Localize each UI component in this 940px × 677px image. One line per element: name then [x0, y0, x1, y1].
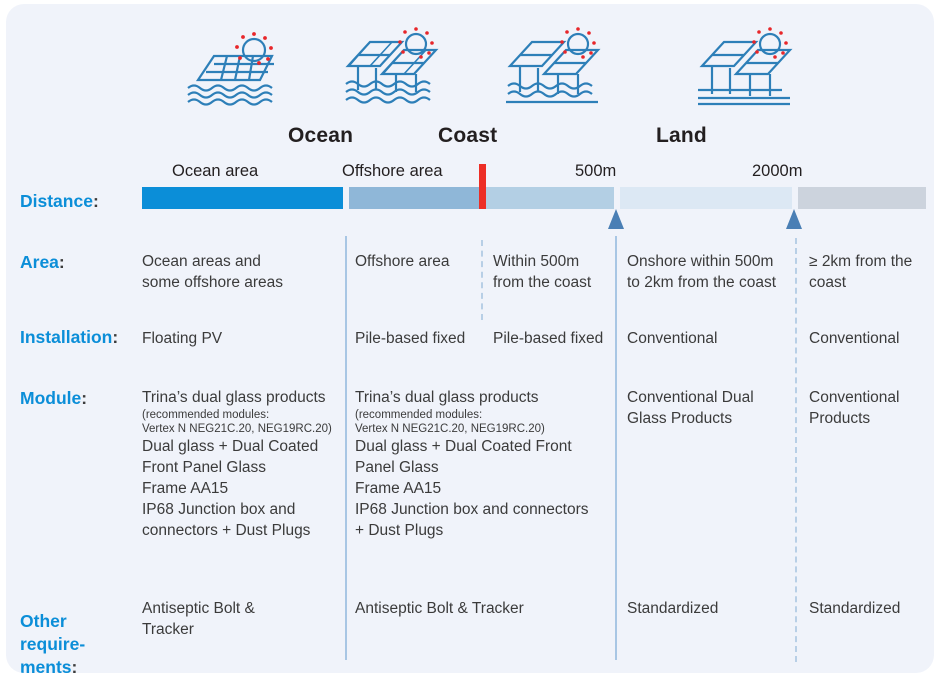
divider-col2-col3-dashed — [481, 240, 483, 320]
segment-caption-500m: 500m — [575, 162, 617, 180]
zone-title-land: Land — [656, 124, 707, 147]
divider-col4-col5-dashed — [795, 238, 797, 662]
cell-module-col1-note: (recommended modules: Vertex N NEG21C.20… — [142, 409, 332, 435]
floating-pv-icon — [178, 22, 288, 110]
row-label-area-text: Area — [20, 252, 59, 272]
cell-module-col2-body: Dual glass + Dual Coated Front Panel Gla… — [355, 438, 589, 539]
cell-area-col2: Offshore area — [355, 253, 450, 270]
row-label-distance: Distance: — [20, 190, 99, 212]
coast-marker-line — [479, 164, 486, 209]
cell-other-col1: Antiseptic Bolt & Tracker — [142, 600, 255, 638]
land-pv-icon — [690, 22, 800, 110]
divider-col1-col2 — [345, 236, 347, 660]
icon-row — [6, 22, 934, 112]
cell-module-col5: Conventional Products — [809, 389, 900, 427]
distance-arrow-2000m — [786, 209, 802, 229]
divider-col3-col4 — [615, 236, 617, 660]
row-label-module: Module: — [20, 387, 87, 409]
row-label-installation: Installation: — [20, 326, 118, 348]
distance-bar-ocean-area — [142, 187, 343, 209]
cell-other-col2: Antiseptic Bolt & Tracker — [355, 600, 524, 617]
cell-other-col4: Standardized — [627, 600, 719, 617]
coastal-pv-icon — [498, 22, 608, 110]
cell-installation-col5: Conventional — [809, 330, 900, 347]
row-label-area-colon: : — [58, 252, 65, 272]
cell-module-col1-head: Trina’s dual glass products — [142, 389, 326, 406]
zone-title-ocean: Ocean — [288, 124, 354, 147]
cell-module-col2-head: Trina’s dual glass products — [355, 389, 539, 406]
cell-area-col3: Within 500m from the coast — [493, 253, 592, 291]
zone-title-coast: Coast — [438, 124, 498, 147]
row-label-module-colon: : — [81, 388, 88, 408]
cell-area-col1: Ocean areas and some offshore areas — [142, 253, 284, 291]
row-label-installation-text: Installation — [20, 327, 113, 347]
row-label-other-requirements-colon: : — [71, 657, 78, 673]
cell-other-col5: Standardized — [809, 600, 901, 617]
row-label-distance-text: Distance — [20, 191, 93, 211]
distance-bar-offshore-area — [349, 187, 481, 209]
infographic-card: Ocean Coast Land Ocean area Offshore are… — [6, 4, 934, 673]
row-label-module-text: Module — [20, 388, 82, 408]
segment-caption-offshore-area: Offshore area — [342, 162, 443, 180]
distance-bar-500m-2000m — [620, 187, 792, 209]
cell-module-col1-body: Dual glass + Dual Coated Front Panel Gla… — [142, 438, 319, 539]
distance-bar-beyond-2000m — [798, 187, 926, 209]
cell-module-col4: Conventional Dual Glass Products — [627, 389, 754, 427]
offshore-pv-icon — [336, 22, 446, 110]
cell-module-col2-note: (recommended modules: Vertex N NEG21C.20… — [355, 409, 545, 435]
cell-installation-col4: Conventional — [627, 330, 718, 347]
cell-installation-col3: Pile-based fixed — [493, 330, 604, 347]
cell-installation-col1: Floating PV — [142, 330, 223, 347]
distance-arrow-500m — [608, 209, 624, 229]
cell-area-col4: Onshore within 500m to 2km from the coas… — [627, 253, 777, 291]
row-label-other-requirements: Other require- ments: — [20, 587, 85, 673]
segment-caption-ocean-area: Ocean area — [172, 162, 259, 180]
segment-caption-2000m: 2000m — [752, 162, 803, 180]
cell-module-col1: Trina’s dual glass products (recommended… — [142, 387, 342, 541]
row-label-installation-colon: : — [112, 327, 119, 347]
cell-installation-col2: Pile-based fixed — [355, 330, 466, 347]
row-label-area: Area: — [20, 251, 65, 273]
row-label-distance-colon: : — [92, 191, 99, 211]
distance-bar-coastal-500m — [482, 187, 614, 209]
cell-area-col5: ≥ 2km from the coast — [809, 253, 913, 291]
row-label-other-requirements-text: Other require- ments — [20, 611, 86, 673]
cell-module-col2: Trina’s dual glass products (recommended… — [355, 387, 610, 541]
